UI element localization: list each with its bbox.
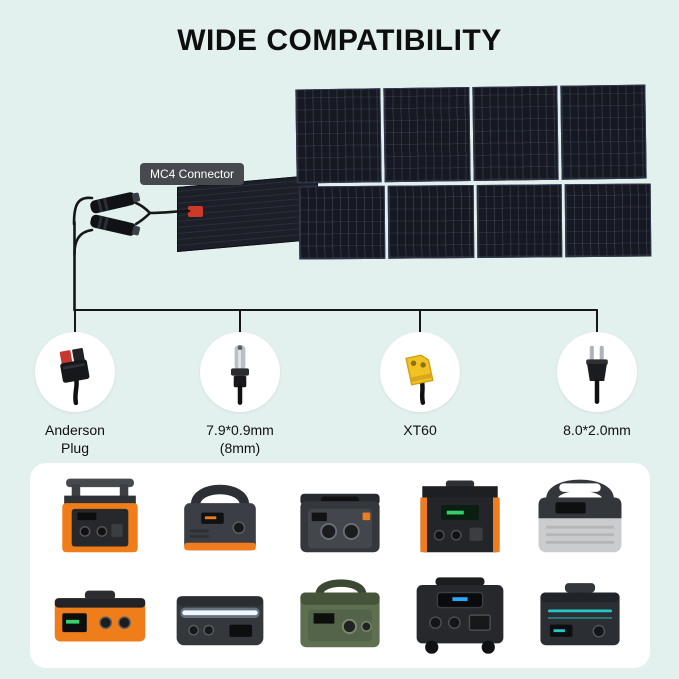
solar-cell <box>471 85 559 181</box>
solar-cell <box>387 185 474 259</box>
solar-cell <box>560 84 647 180</box>
dc8mm-plug-circle <box>200 332 280 412</box>
power-station-image-4 <box>402 473 518 564</box>
solar-cell <box>298 185 386 260</box>
connector-label: 7.9*0.9mm (8mm) <box>206 422 274 457</box>
bus-lines <box>74 309 598 335</box>
dc-8mm-plug-icon <box>231 345 249 405</box>
anderson-plug-icon <box>59 347 90 406</box>
connector-label: Anderson Plug <box>45 422 105 457</box>
solar-panel-top-row <box>295 84 647 184</box>
solar-cell <box>295 88 382 184</box>
connector-label: 8.0*2.0mm <box>563 422 631 438</box>
anderson-plug-circle <box>35 332 115 412</box>
mc4-connector-label: MC4 Connector <box>140 163 245 185</box>
solar-cell <box>564 183 652 258</box>
solar-panel-case <box>177 174 318 252</box>
xt60-plug-icon <box>405 354 434 405</box>
power-station-image-1 <box>42 473 158 564</box>
power-station-image-7 <box>162 568 278 659</box>
connector-anderson: Anderson Plug <box>15 332 135 457</box>
dc-8020-plug-icon <box>586 345 608 404</box>
power-station-image-5 <box>522 473 638 564</box>
power-station-image-6 <box>42 568 158 659</box>
mc4-connector-label-text: MC4 Connector <box>150 167 235 181</box>
solar-cell <box>476 184 563 258</box>
connector-dc8020: 8.0*2.0mm <box>537 332 657 439</box>
mc4-connector-upper-icon <box>90 192 141 214</box>
power-station-image-8 <box>282 568 398 659</box>
power-station-image-9 <box>402 568 518 659</box>
connector-dc8mm: 7.9*0.9mm (8mm) <box>180 332 300 457</box>
power-station-image-3 <box>282 473 398 564</box>
mc4-cables <box>72 196 191 312</box>
power-station-image-10 <box>522 568 638 659</box>
power-station-image-2 <box>162 473 278 564</box>
solar-cell <box>383 87 471 183</box>
mc4-connector-lower-icon <box>90 214 141 236</box>
dc8020-plug-circle <box>557 332 637 412</box>
connector-label: XT60 <box>403 422 437 438</box>
compatible-products-panel <box>30 463 650 668</box>
solar-panel-bottom-row <box>298 183 652 260</box>
page-title: WIDE COMPATIBILITY <box>177 24 502 57</box>
connector-xt60: XT60 <box>360 332 480 439</box>
xt60-plug-circle <box>380 332 460 412</box>
